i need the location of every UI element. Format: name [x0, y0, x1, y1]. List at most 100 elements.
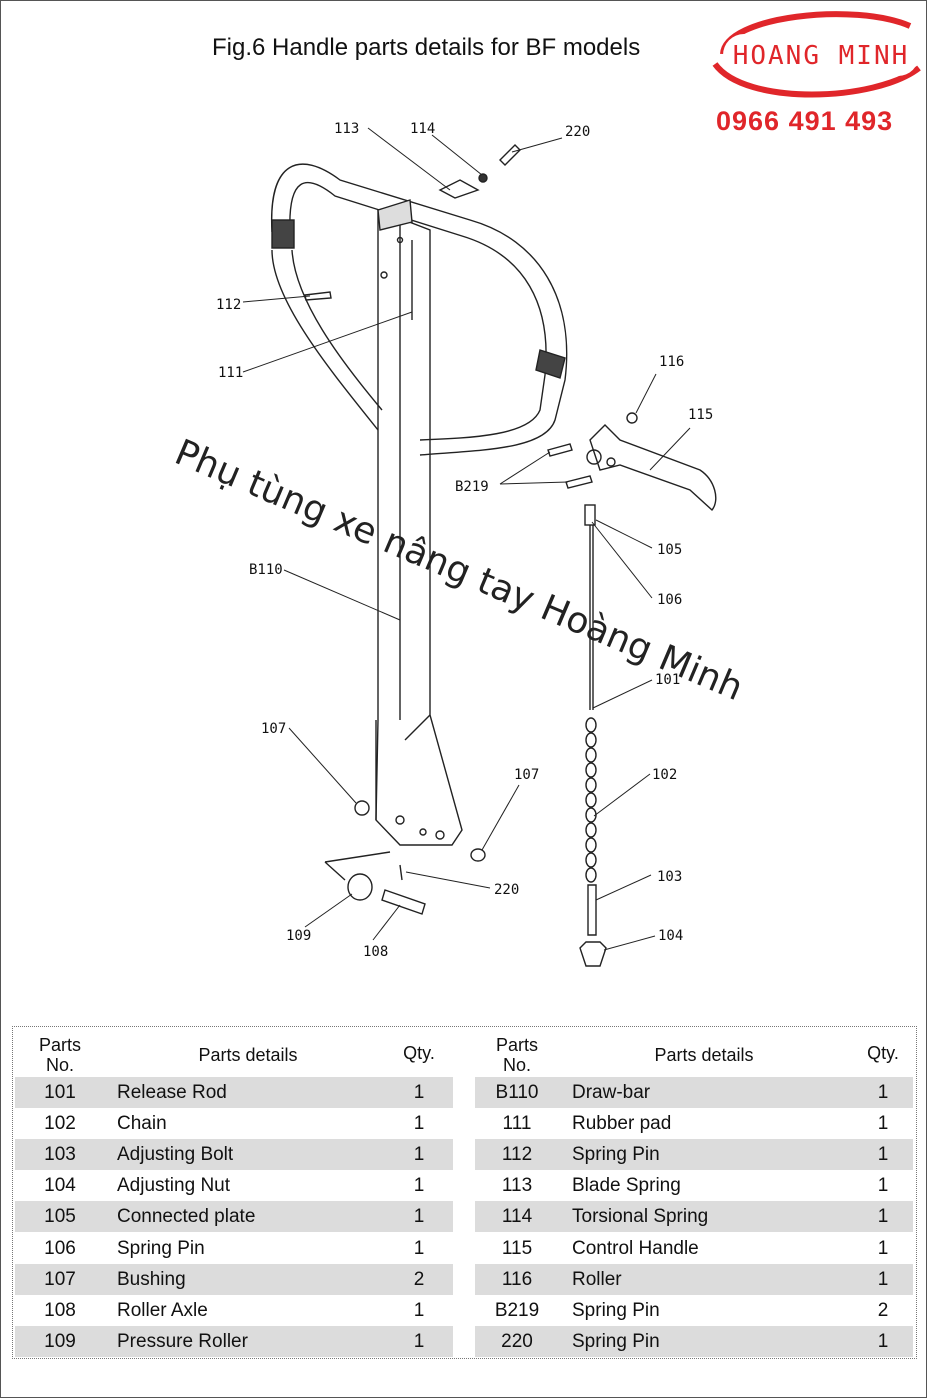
label-107-right: 107 — [514, 767, 539, 783]
label-101: 101 — [655, 672, 680, 688]
part-qty: 1 — [877, 1113, 889, 1135]
part-number: 112 — [501, 1144, 533, 1166]
part-qty: 1 — [413, 1113, 425, 1135]
part-name: Chain — [117, 1113, 167, 1135]
logo-text: HOANG MINH — [733, 41, 910, 71]
parts-diagram: 113 114 220 112 111 116 115 B219 105 106… — [216, 121, 717, 967]
part-number: 116 — [501, 1268, 533, 1290]
roller-axle — [381, 889, 426, 915]
part-qty: 2 — [877, 1299, 889, 1321]
part-name: Roller — [572, 1268, 622, 1290]
part-number: 108 — [44, 1299, 76, 1321]
part-number: 220 — [501, 1330, 533, 1352]
table-row: 113 Blade Spring 1 — [475, 1170, 913, 1201]
phone-number: 0966 491 493 — [716, 106, 894, 136]
table-row: 111 Rubber pad 1 — [475, 1108, 913, 1139]
part-name: Spring Pin — [572, 1330, 660, 1352]
part-qty: 2 — [413, 1268, 425, 1290]
part-number: 111 — [502, 1113, 532, 1135]
adjusting-bolt — [587, 884, 597, 936]
table-row: 106 Spring Pin 1 — [15, 1233, 453, 1264]
label-108: 108 — [363, 944, 388, 960]
part-qty: 1 — [877, 1175, 889, 1197]
part-name: Connected plate — [117, 1206, 256, 1228]
table-row: 101 Release Rod 1 — [15, 1077, 453, 1108]
part-name: Spring Pin — [572, 1144, 660, 1166]
label-112: 112 — [216, 297, 241, 313]
chain — [585, 717, 597, 883]
part-qty: 1 — [413, 1330, 425, 1352]
header-parts-no: Parts — [38, 1035, 81, 1055]
table-row: 115 Control Handle 1 — [475, 1233, 913, 1264]
control-handle — [589, 424, 717, 512]
part-name: Blade Spring — [572, 1175, 681, 1197]
part-qty: 1 — [877, 1330, 889, 1352]
label-b110: B110 — [249, 562, 283, 578]
part-number: 104 — [44, 1175, 76, 1197]
label-105: 105 — [657, 542, 682, 558]
label-102: 102 — [652, 767, 677, 783]
header-parts-no: Parts — [495, 1035, 538, 1055]
header-parts-no-2: No. — [502, 1055, 531, 1075]
part-number: 115 — [501, 1237, 533, 1259]
part-name: Release Rod — [117, 1082, 227, 1103]
part-qty: 1 — [413, 1144, 425, 1166]
part-name: Adjusting Nut — [117, 1175, 231, 1197]
label-106: 106 — [657, 592, 682, 608]
part-qty: 1 — [413, 1299, 425, 1321]
part-name: Rubber pad — [572, 1113, 672, 1135]
label-114: 114 — [410, 121, 435, 137]
label-111: 111 — [218, 365, 243, 381]
part-number: 113 — [501, 1175, 533, 1197]
part-name: Spring Pin — [117, 1237, 205, 1259]
part-number: 107 — [44, 1268, 76, 1290]
part-name: Bushing — [117, 1268, 186, 1290]
label-115: 115 — [688, 407, 713, 423]
part-name: Draw-bar — [572, 1082, 651, 1103]
table-row: 102 Chain 1 — [15, 1108, 453, 1139]
label-116: 116 — [659, 354, 684, 370]
part-number: 103 — [44, 1144, 76, 1166]
label-113: 113 — [334, 121, 359, 137]
part-qty: 1 — [413, 1237, 425, 1259]
hoang-minh-logo: HOANG MINH — [712, 11, 921, 98]
header-parts-details: Parts details — [654, 1045, 754, 1065]
part-qty: 1 — [877, 1206, 889, 1228]
part-qty: 1 — [413, 1175, 425, 1197]
part-qty: 1 — [877, 1144, 889, 1166]
part-qty: 1 — [877, 1268, 889, 1290]
part-name: Control Handle — [572, 1237, 699, 1259]
part-number: B110 — [495, 1082, 539, 1103]
header-parts-details: Parts details — [198, 1045, 298, 1065]
table-row: 116 Roller 1 — [475, 1263, 913, 1295]
label-103: 103 — [657, 869, 682, 885]
part-number: 109 — [44, 1330, 76, 1352]
table-row: 220 Spring Pin 1 — [475, 1325, 913, 1357]
part-name: Torsional Spring — [572, 1206, 709, 1228]
table-row: 107 Bushing 2 — [15, 1263, 453, 1295]
part-number: 106 — [44, 1237, 76, 1259]
label-b219: B219 — [455, 479, 489, 495]
header-parts-no-2: No. — [45, 1055, 74, 1075]
label-109: 109 — [286, 928, 311, 944]
table-row: B110 Draw-bar 1 — [475, 1077, 913, 1108]
label-220-top: 220 — [565, 124, 590, 140]
header-qty: Qty. — [867, 1043, 899, 1063]
part-number: 105 — [44, 1206, 76, 1228]
table-row: 112 Spring Pin 1 — [475, 1139, 913, 1171]
part-qty: 1 — [877, 1082, 889, 1103]
part-number: 102 — [44, 1113, 76, 1135]
part-number: 101 — [44, 1082, 76, 1103]
part-qty: 1 — [877, 1237, 889, 1259]
part-qty: 1 — [413, 1082, 425, 1103]
handle-loop — [271, 163, 568, 456]
draw-bar — [375, 208, 463, 846]
